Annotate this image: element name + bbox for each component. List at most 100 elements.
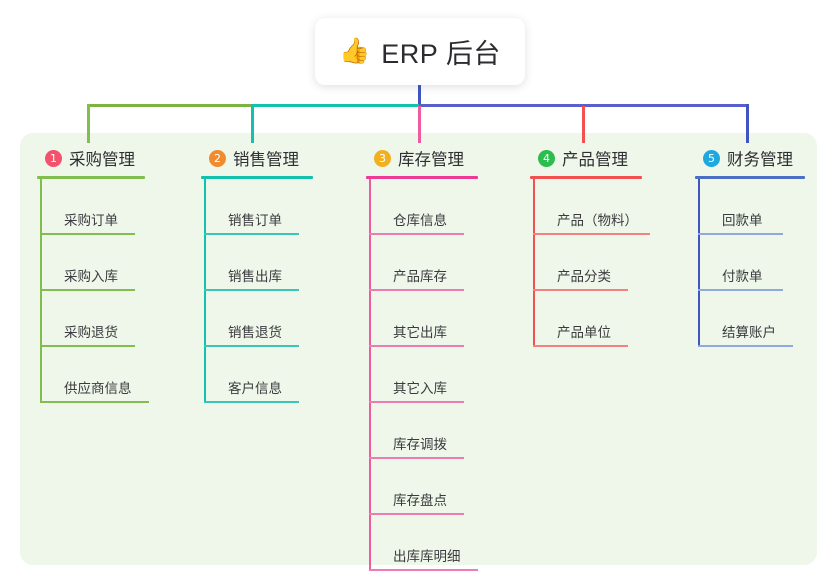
branch-items-3: 仓库信息产品库存其它出库其它入库库存调拨库存盘点出库库明细 xyxy=(366,179,516,571)
list-item[interactable]: 库存调拨 xyxy=(366,403,516,459)
branch-rule-3 xyxy=(366,176,478,179)
item-tick-line xyxy=(369,289,387,291)
branch-rule-5 xyxy=(695,176,805,179)
list-item-label: 销售出库 xyxy=(228,269,282,284)
list-item-label: 产品库存 xyxy=(393,269,447,284)
list-item[interactable]: 付款单 xyxy=(695,235,835,291)
item-trunk-line xyxy=(40,291,42,347)
branch-items-4: 产品（物料） 产品分类产品单位 xyxy=(530,179,680,347)
item-underline xyxy=(550,345,628,347)
item-trunk-line xyxy=(40,347,42,403)
item-trunk-line xyxy=(369,403,371,459)
list-item-label: 产品（物料） xyxy=(557,213,638,228)
list-item[interactable]: 采购退货 xyxy=(37,291,187,347)
item-underline xyxy=(715,345,793,347)
list-item[interactable]: 销售出库 xyxy=(201,235,351,291)
list-item[interactable]: 回款单 xyxy=(695,179,835,235)
root-node[interactable]: 👍 ERP 后台 xyxy=(315,18,525,85)
item-trunk-line xyxy=(204,179,206,235)
item-underline xyxy=(386,233,464,235)
item-tick-line xyxy=(533,233,551,235)
list-item[interactable]: 产品（物料） xyxy=(530,179,680,235)
root-node-label: ERP 后台 xyxy=(381,39,501,69)
item-trunk-line xyxy=(204,235,206,291)
item-tick-line xyxy=(40,233,58,235)
item-underline xyxy=(221,345,299,347)
list-item-label: 产品分类 xyxy=(557,269,611,284)
item-tick-line xyxy=(204,401,222,403)
item-trunk-line xyxy=(369,179,371,235)
list-item-label: 产品单位 xyxy=(557,325,611,340)
item-tick-line xyxy=(369,345,387,347)
branch-badge-icon-2: 2 xyxy=(209,149,226,167)
list-item-label: 客户信息 xyxy=(228,381,282,396)
list-item[interactable]: 销售退货 xyxy=(201,291,351,347)
item-trunk-line xyxy=(698,291,700,347)
list-item[interactable]: 出库库明细 xyxy=(366,515,516,571)
item-trunk-line xyxy=(369,459,371,515)
list-item[interactable]: 客户信息 xyxy=(201,347,351,403)
list-item[interactable]: 产品单位 xyxy=(530,291,680,347)
item-trunk-line xyxy=(369,235,371,291)
list-item-label: 出库库明细 xyxy=(393,549,461,564)
item-tick-line xyxy=(40,401,58,403)
list-item-label: 结算账户 xyxy=(722,325,776,340)
item-trunk-line xyxy=(533,179,535,235)
item-underline xyxy=(386,401,464,403)
item-trunk-line xyxy=(40,179,42,235)
item-underline xyxy=(221,401,299,403)
list-item-label: 仓库信息 xyxy=(393,213,447,228)
list-item[interactable]: 供应商信息 xyxy=(37,347,187,403)
item-tick-line xyxy=(698,345,716,347)
item-tick-line xyxy=(204,345,222,347)
item-tick-line xyxy=(369,513,387,515)
branch-title-5: 财务管理 xyxy=(727,151,793,169)
item-underline xyxy=(57,233,135,235)
list-item-label: 库存盘点 xyxy=(393,493,447,508)
list-item[interactable]: 其它入库 xyxy=(366,347,516,403)
item-trunk-line xyxy=(698,179,700,235)
list-item[interactable]: 库存盘点 xyxy=(366,459,516,515)
item-underline xyxy=(386,513,464,515)
branch-rule-2 xyxy=(201,176,313,179)
item-tick-line xyxy=(369,401,387,403)
list-item[interactable]: 其它出库 xyxy=(366,291,516,347)
list-item[interactable]: 销售订单 xyxy=(201,179,351,235)
list-item[interactable]: 仓库信息 xyxy=(366,179,516,235)
item-trunk-line xyxy=(40,235,42,291)
branch-title-1: 采购管理 xyxy=(69,151,135,169)
item-trunk-line xyxy=(369,515,371,571)
item-underline xyxy=(386,289,464,291)
branch-title-3: 库存管理 xyxy=(398,151,464,169)
item-tick-line xyxy=(369,569,387,571)
list-item[interactable]: 产品库存 xyxy=(366,235,516,291)
item-trunk-line xyxy=(204,347,206,403)
list-item[interactable]: 采购订单 xyxy=(37,179,187,235)
list-item[interactable]: 产品分类 xyxy=(530,235,680,291)
item-trunk-line xyxy=(533,291,535,347)
branch-title-4: 产品管理 xyxy=(562,151,628,169)
item-underline xyxy=(386,569,478,571)
list-item-label: 供应商信息 xyxy=(64,381,132,396)
branch-rule-4 xyxy=(530,176,642,179)
list-item[interactable]: 采购入库 xyxy=(37,235,187,291)
list-item-label: 销售订单 xyxy=(228,213,282,228)
list-item-label: 库存调拨 xyxy=(393,437,447,452)
list-item-label: 付款单 xyxy=(722,269,763,284)
list-item[interactable]: 结算账户 xyxy=(695,291,835,347)
item-underline xyxy=(715,233,783,235)
item-underline xyxy=(550,289,628,291)
item-underline xyxy=(715,289,783,291)
item-trunk-line xyxy=(698,235,700,291)
